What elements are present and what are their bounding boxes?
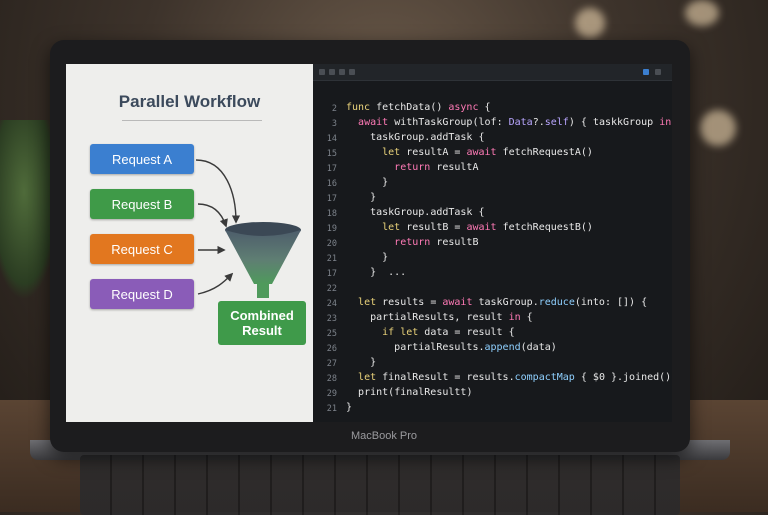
line-number: 25 bbox=[326, 329, 337, 339]
menu-icon[interactable] bbox=[655, 69, 661, 75]
arrow-b bbox=[197, 203, 228, 228]
code-text: return resultA bbox=[394, 162, 479, 173]
line-number: 28 bbox=[326, 374, 337, 384]
editor-toolbar bbox=[313, 64, 672, 81]
code-line: 2 func fetchData() async { bbox=[313, 102, 672, 117]
panel-toggle-icon[interactable] bbox=[643, 69, 649, 75]
request-d-box: Request D bbox=[90, 279, 194, 309]
line-number: 20 bbox=[326, 239, 337, 249]
code-line: 25 if let data = result { bbox=[313, 327, 672, 342]
request-c-box: Request C bbox=[90, 234, 194, 264]
bokeh-light bbox=[700, 110, 736, 146]
request-b-box: Request B bbox=[90, 189, 194, 219]
keyboard bbox=[80, 455, 680, 515]
code-line: 26 partialResults.append(data) bbox=[313, 342, 672, 357]
code-line: 22 bbox=[313, 282, 672, 297]
line-number: 23 bbox=[326, 314, 337, 324]
line-number: 15 bbox=[326, 149, 337, 159]
code-text: func fetchData() async { bbox=[346, 102, 491, 113]
code-line: 14 taskGroup.addTask { bbox=[313, 132, 672, 147]
diagram-graphics bbox=[195, 159, 301, 298]
title-divider bbox=[122, 120, 262, 121]
code-line: 15 let resultA = await fetchRequestA() bbox=[313, 147, 672, 162]
line-number: 2 bbox=[331, 104, 337, 114]
code-line: 17 return resultA bbox=[313, 162, 672, 177]
line-number: 21 bbox=[326, 254, 337, 264]
code-line: 16 } bbox=[313, 177, 672, 192]
arrow-d bbox=[197, 272, 234, 295]
toolbar-dot bbox=[349, 69, 355, 75]
code-text: await withTaskGroup(lof: Data?.self) { t… bbox=[358, 117, 672, 128]
code-text: print(finalResultt) bbox=[358, 387, 473, 398]
combined-result-box: Combined Result bbox=[218, 301, 306, 345]
code-line: 17 } ... bbox=[313, 267, 672, 282]
diagram-title: Parallel Workflow bbox=[118, 92, 261, 111]
code-text: } bbox=[346, 177, 389, 188]
line-number: 19 bbox=[326, 224, 337, 234]
line-number: 26 bbox=[326, 344, 337, 354]
code-text: partialResults, result in { bbox=[370, 312, 533, 323]
toolbar-dot bbox=[329, 69, 335, 75]
code-line: 3 await withTaskGroup(lof: Data?.self) {… bbox=[313, 117, 672, 132]
line-number: 14 bbox=[326, 134, 337, 144]
code-text: } bbox=[346, 192, 377, 203]
code-line: 28 let finalResult = results.compactMap … bbox=[313, 372, 672, 387]
code-text: let resultB = await fetchRequestB() bbox=[382, 222, 593, 233]
line-number: 17 bbox=[326, 164, 337, 174]
laptop-screen: Parallel Workflow Request A Requ bbox=[66, 64, 672, 422]
request-c-label: Request C bbox=[111, 241, 173, 257]
line-number: 24 bbox=[326, 299, 337, 309]
code-text: let finalResult = results.compactMap { $… bbox=[358, 372, 672, 383]
line-number: 3 bbox=[331, 119, 337, 129]
request-a-box: Request A bbox=[90, 144, 194, 174]
code-text: } bbox=[346, 357, 377, 368]
code-line: 27 } bbox=[313, 357, 672, 372]
funnel-rim bbox=[225, 222, 301, 238]
bokeh-light bbox=[575, 8, 605, 38]
bokeh-light bbox=[685, 0, 719, 26]
line-number: 18 bbox=[326, 209, 337, 219]
line-number: 17 bbox=[326, 269, 337, 279]
request-b-label: Request B bbox=[111, 196, 173, 212]
code-line: 24 let results = await taskGroup.reduce(… bbox=[313, 297, 672, 312]
code-text: if let data = result { bbox=[382, 327, 515, 338]
funnel-spout bbox=[257, 284, 269, 298]
code-editor: 2 func fetchData() async { 3 await withTas… bbox=[313, 64, 672, 422]
code-line: 19 let resultB = await fetchRequestB() bbox=[313, 222, 672, 237]
arrow-a bbox=[195, 159, 241, 224]
code-line: 21 } bbox=[313, 252, 672, 267]
code-line: 23 partialResults, result in { bbox=[313, 312, 672, 327]
line-number: 29 bbox=[326, 389, 337, 399]
code-text: let resultA = await fetchRequestA() bbox=[382, 147, 593, 158]
code-line: 18 taskGroup.addTask { bbox=[313, 207, 672, 222]
code-line: 20 return resultB bbox=[313, 237, 672, 252]
code-text: partialResults.append(data) bbox=[394, 342, 557, 353]
diagram-pane: Parallel Workflow Request A Requ bbox=[66, 64, 313, 422]
code-line: 21} bbox=[313, 402, 672, 417]
code-text: taskGroup.addTask { bbox=[370, 207, 485, 218]
code-text: let results = await taskGroup.reduce(int… bbox=[358, 297, 648, 308]
line-number: 22 bbox=[326, 284, 337, 294]
line-number: 27 bbox=[326, 359, 337, 369]
request-d-label: Request D bbox=[111, 286, 173, 302]
code-line: 17 } bbox=[313, 192, 672, 207]
code-text: taskGroup.addTask { bbox=[370, 132, 485, 143]
code-line: 29 print(finalResultt) bbox=[313, 387, 672, 402]
line-number: 21 bbox=[326, 404, 337, 414]
code-text: return resultB bbox=[394, 237, 479, 248]
brand-label: MacBook Pro bbox=[350, 430, 418, 442]
funnel-icon bbox=[225, 230, 301, 284]
code-text: } bbox=[346, 402, 353, 413]
request-a-label: Request A bbox=[112, 151, 172, 167]
toolbar-dot bbox=[319, 69, 325, 75]
code-text: } bbox=[346, 252, 389, 263]
combined-result-label: Combined Result bbox=[230, 308, 294, 338]
line-number: 16 bbox=[326, 179, 337, 189]
toolbar-dot bbox=[339, 69, 345, 75]
code-text: } ... bbox=[346, 267, 407, 278]
line-number: 17 bbox=[326, 194, 337, 204]
